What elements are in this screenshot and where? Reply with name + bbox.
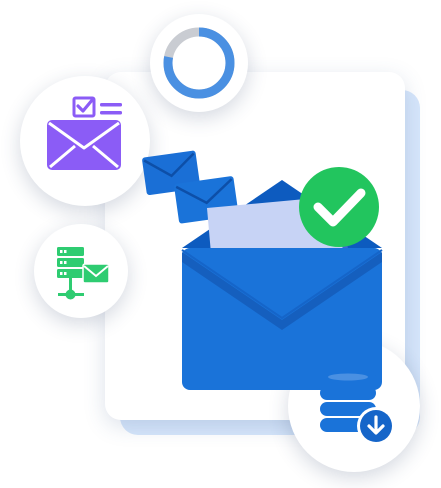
mail-checklist-icon bbox=[47, 96, 122, 170]
database-download-icon bbox=[320, 370, 395, 445]
check-badge-icon bbox=[299, 167, 379, 247]
progress-ring-icon bbox=[163, 27, 235, 99]
mail-server-icon bbox=[57, 247, 110, 300]
